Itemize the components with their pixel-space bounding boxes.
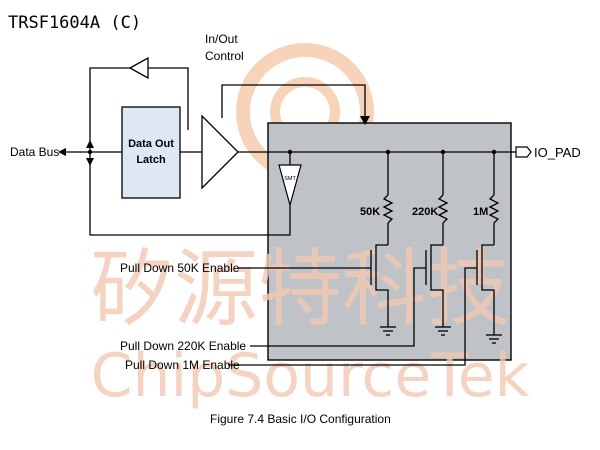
latch-label-1: Data Out	[128, 138, 174, 150]
data-bus-arrow	[58, 148, 66, 156]
feedback-loop-bottom	[89, 152, 291, 236]
pull-down-50k-label: Pull Down 50K Enable	[120, 261, 240, 275]
in-out-control-label: In/Out	[205, 32, 238, 46]
feedback-buffer-icon	[128, 56, 149, 80]
resistor-1m-branch	[476, 152, 502, 344]
data-bus-label: Data Bus	[10, 145, 59, 159]
resistor-1m-label: 1M	[473, 206, 488, 218]
resistor-50k-label: 50K	[360, 206, 380, 218]
pull-down-1m-wire	[228, 267, 477, 366]
resistor-220k-branch	[425, 152, 451, 336]
data-out-latch-box	[121, 106, 181, 199]
control-wire	[221, 84, 366, 124]
control-arrow	[360, 116, 370, 125]
figure-caption: Figure 7.4 Basic I/O Configuration	[210, 412, 391, 426]
in-out-control-label-2: Control	[205, 49, 244, 63]
smt-label: SMT	[284, 176, 296, 182]
pull-down-220k-label: Pull Down 220K Enable	[120, 339, 246, 353]
resistor-220k-label: 220K	[412, 206, 438, 218]
page-title: TRSF1604A (C)	[8, 13, 141, 33]
pull-down-220k-wire	[250, 267, 426, 347]
loop-arrow-up	[86, 140, 94, 148]
io-module-box	[267, 122, 512, 361]
watermark-latin: ChipSourceTek	[91, 341, 530, 411]
output-buffer-icon	[201, 114, 239, 190]
loop-arrow-down	[86, 158, 94, 166]
watermark-chinese: 矽源特科技	[90, 240, 510, 338]
io-pad-label: IO_PAD	[534, 145, 581, 160]
resistor-50k-branch	[370, 152, 396, 336]
smt-buffer-icon	[278, 164, 302, 208]
latch-label-2: Latch	[136, 154, 166, 166]
pull-down-1m-label: Pull Down 1M Enable	[125, 358, 240, 372]
io-pad-icon	[515, 146, 532, 158]
